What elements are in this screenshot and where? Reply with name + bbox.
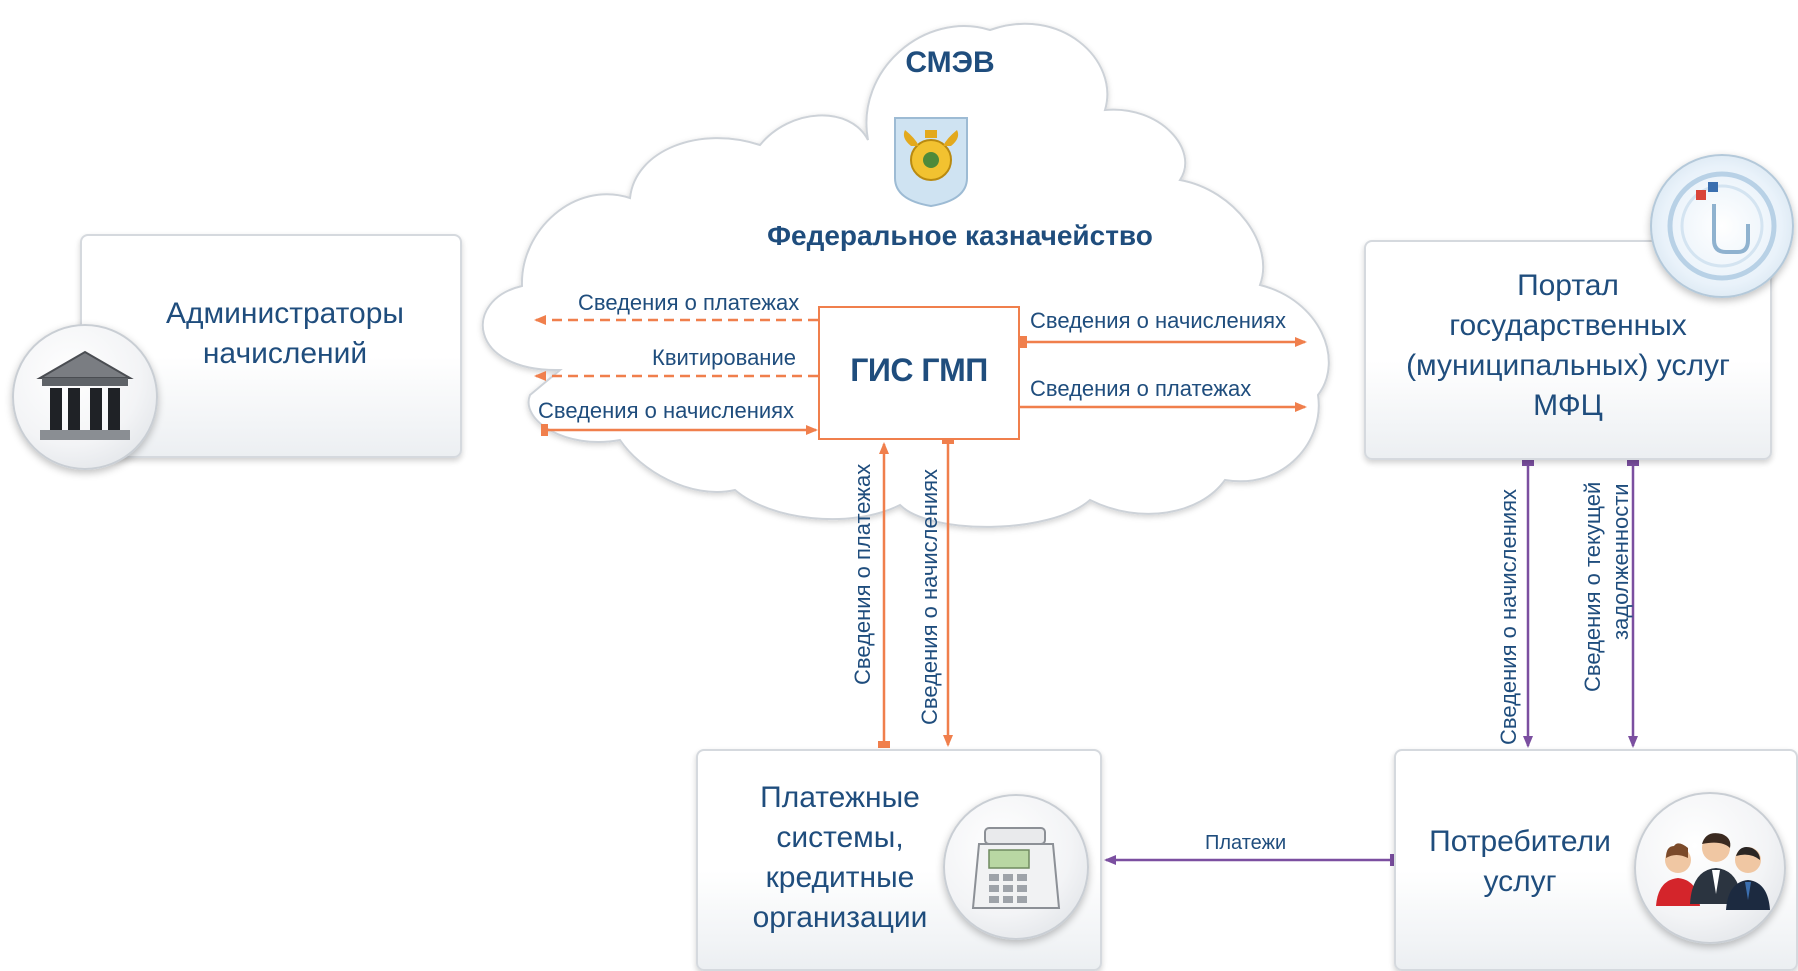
payment-systems-line3: кредитные [765, 861, 915, 894]
touch-hand-icon [1650, 154, 1794, 298]
administrators-label: Администраторы начислений [130, 294, 440, 374]
smev-title: СМЭВ [905, 46, 995, 79]
people-group-icon [1634, 792, 1786, 944]
administrators-line2: начислений [202, 337, 368, 370]
flow-label-portal-charges: Сведения о начислениях [1496, 488, 1521, 745]
flow-label-charges-to-portal: Сведения о начислениях [1030, 308, 1287, 333]
gis-gmp-box: ГИС ГМП [818, 306, 1020, 440]
payment-terminal-icon [943, 794, 1089, 940]
gis-gmp-label: ГИС ГМП [850, 352, 988, 388]
flow-label-portal-debt-1: Сведения о текущей [1580, 481, 1605, 692]
arrow-payments-up-tail [878, 741, 890, 748]
consumers-line1: Потребители [1429, 825, 1611, 858]
arrow-charges-from-admins-tail [541, 424, 548, 436]
treasury-emblem-icon [893, 116, 969, 208]
arrow-payments-to-systems-tail [1390, 854, 1397, 866]
arrow-charges-to-portal-tail [1020, 336, 1027, 348]
payment-systems-line1: Платежные [760, 781, 920, 814]
arrow-portal-debt-down-tail [1627, 459, 1639, 466]
flow-label-charges-from-admins: Сведения о начислениях [538, 398, 795, 423]
flow-label-receipt: Квитирование [652, 345, 796, 370]
payment-systems-line4: организации [752, 901, 928, 934]
payment-systems-label: Платежные системы, кредитные организации [720, 778, 960, 938]
consumers-line2: услуг [1483, 865, 1557, 898]
portal-line1: Портал [1517, 269, 1619, 302]
flow-label-payments-up: Сведения о платежах [850, 463, 875, 685]
administrators-line1: Администраторы [165, 297, 404, 330]
flow-label-portal-debt-2: задолженности [1608, 483, 1633, 640]
payment-systems-line2: системы, [776, 821, 904, 854]
arrow-charges-down-tail [942, 437, 954, 444]
bank-building-icon [12, 324, 158, 470]
flow-label-payments-to-portal: Сведения о платежах [1030, 376, 1252, 401]
arrow-portal-charges-down-tail [1522, 459, 1534, 466]
portal-line3: (муниципальных) услуг [1406, 349, 1730, 382]
flow-label-payments: Платежи [1205, 832, 1287, 854]
smev-cloud [481, 22, 1330, 528]
portal-label: Портал государственных (муниципальных) у… [1372, 266, 1764, 426]
flow-label-payments-to-admins: Сведения о платежах [578, 290, 800, 315]
agency-title: Федеральное казначейство [767, 220, 1153, 251]
portal-line4: МФЦ [1533, 389, 1603, 422]
flow-label-charges-down: Сведения о начислениях [917, 468, 942, 725]
portal-line2: государственных [1449, 309, 1687, 342]
consumers-label: Потребители услуг [1410, 822, 1630, 902]
